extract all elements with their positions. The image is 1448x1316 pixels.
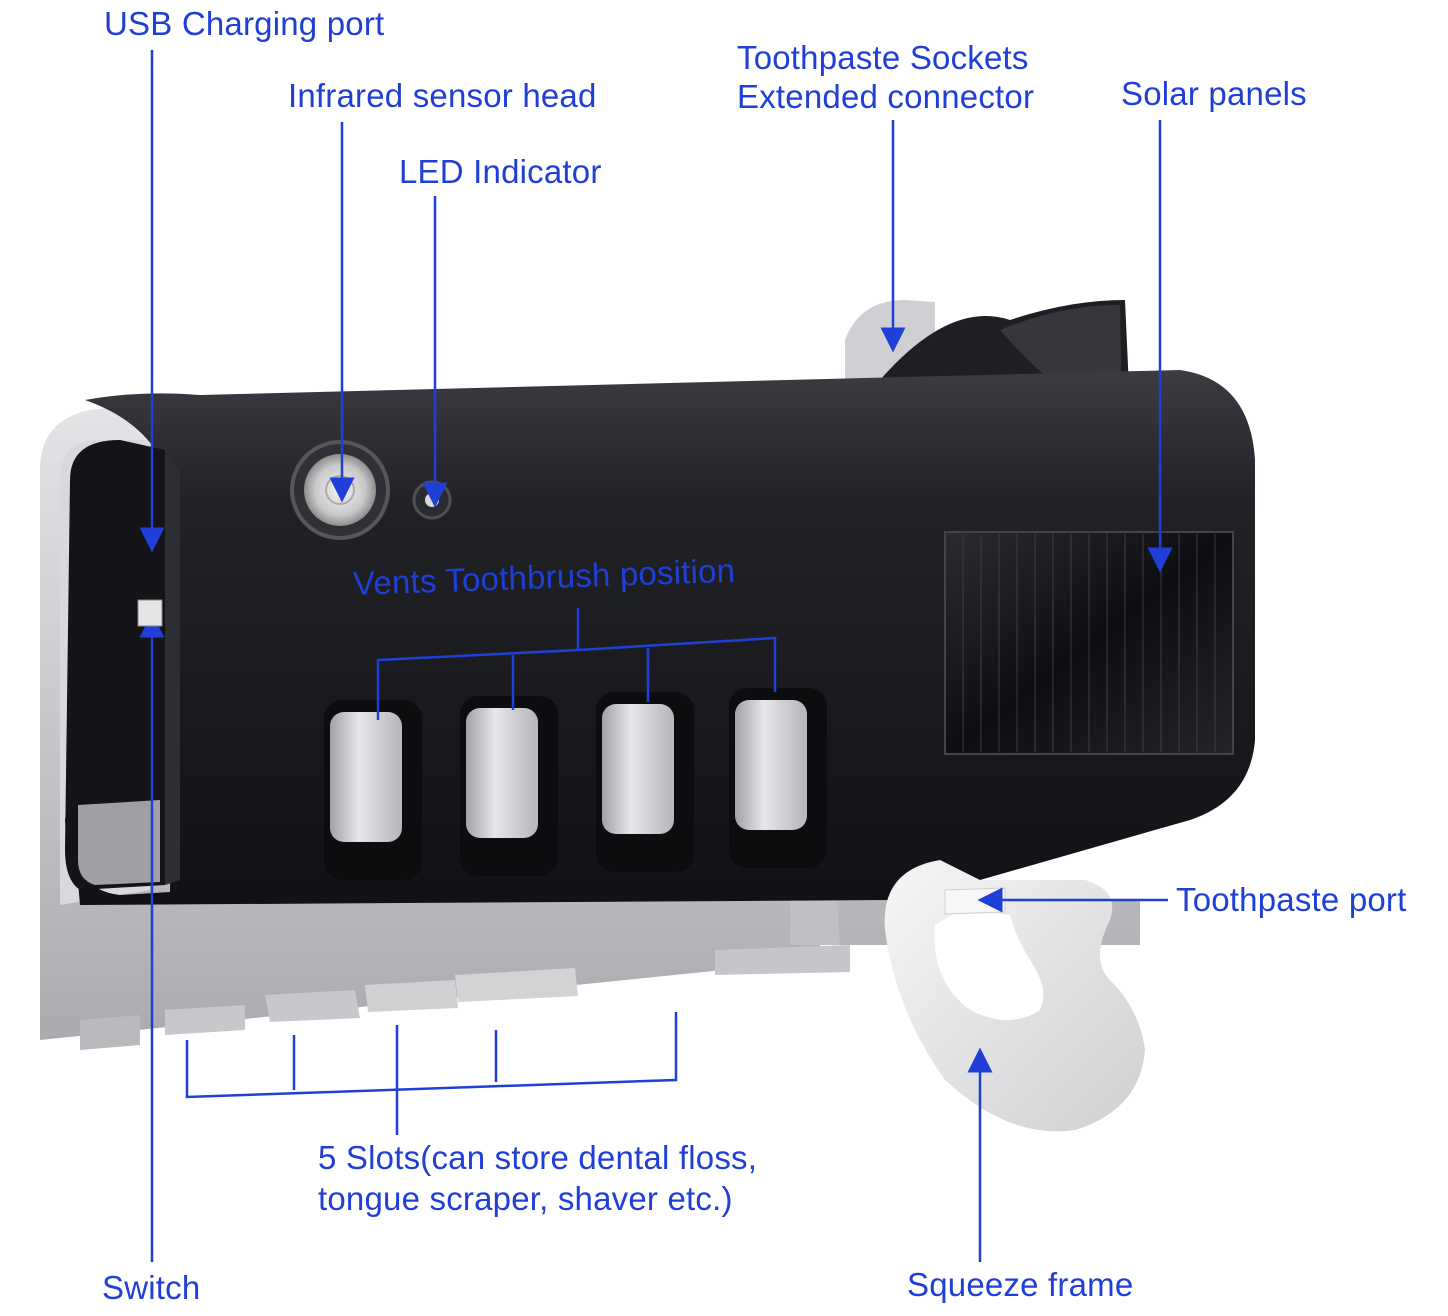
led-indicator	[412, 480, 452, 520]
toothbrush-vents	[324, 688, 827, 880]
label-toothpaste-port: Toothpaste port	[1176, 881, 1407, 918]
label-solar: Solar panels	[1121, 75, 1307, 112]
label-squeeze: Squeeze frame	[907, 1266, 1134, 1303]
vent-holder	[466, 708, 538, 838]
label-slots-2: tongue scraper, shaver etc.)	[318, 1180, 733, 1217]
label-sockets-1: Toothpaste Sockets	[737, 39, 1029, 76]
infrared-sensor	[290, 440, 390, 540]
leader-lines	[139, 50, 1173, 1262]
vent-holder	[735, 700, 807, 830]
label-led: LED Indicator	[399, 153, 602, 190]
label-infrared: Infrared sensor head	[288, 77, 597, 114]
label-switch: Switch	[102, 1269, 201, 1306]
label-usb-port: USB Charging port	[104, 5, 385, 42]
label-sockets-2: Extended connector	[737, 78, 1035, 115]
label-slots-1: 5 Slots(can store dental floss,	[318, 1139, 758, 1176]
vent-holder	[330, 712, 402, 842]
solar-panel	[944, 531, 1234, 755]
vent-holder	[602, 704, 674, 834]
switch	[137, 599, 163, 627]
